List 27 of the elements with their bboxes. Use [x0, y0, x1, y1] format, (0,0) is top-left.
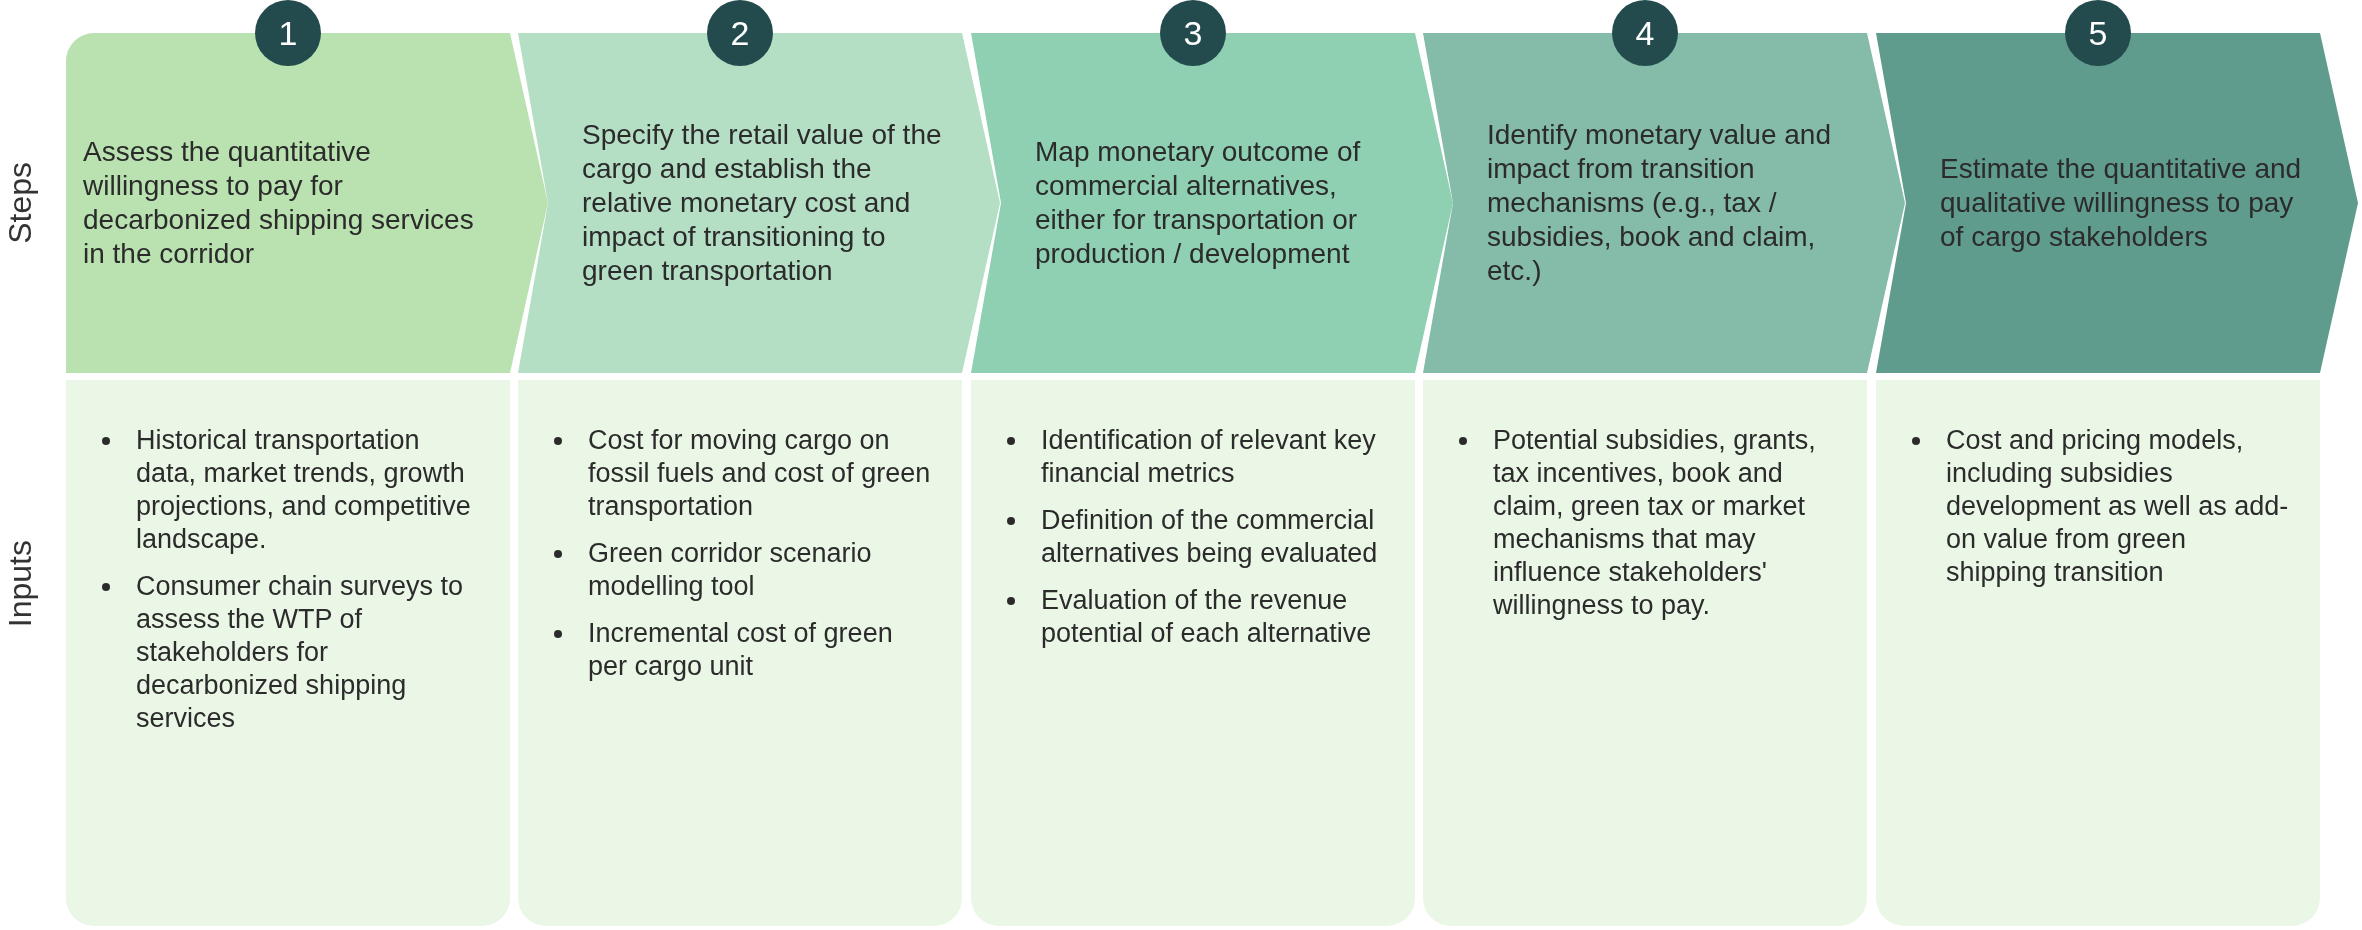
- step-number-badge: 4: [1612, 0, 1678, 66]
- step-text: Map monetary outcome of commercial alternatives, either for transportation or production / development: [1035, 135, 1362, 271]
- step-number-badge: 5: [2065, 0, 2131, 66]
- input-card: [971, 380, 1415, 926]
- input-card: [1876, 380, 2320, 926]
- bullet-text: Identification of relevant key financial metrics: [1041, 424, 1377, 490]
- input-card: [1423, 380, 1867, 926]
- step-text: Assess the quantitative willingness to pay for decarbonized shipping services in the corridor: [83, 135, 475, 271]
- input-card: [66, 380, 510, 926]
- bullet-text: Evaluation of the revenue potential of each alternative: [1041, 584, 1373, 650]
- step-text: Estimate the quantitative and qualitative willingness to pay of cargo stakeholders: [1940, 152, 2303, 254]
- row-label: Steps: [2, 162, 39, 244]
- step-number-badge: 1: [255, 0, 321, 66]
- bullet-text: Cost for moving cargo on fossil fuels and cost of green transportation: [588, 424, 932, 523]
- step-number-badge: 3: [1160, 0, 1226, 66]
- input-card: [518, 380, 962, 926]
- bullet-text: Potential subsidies, grants, tax incentives, book and claim, green tax or market mechanisms that may influence stakeholders' willingness to pay.: [1493, 424, 1817, 622]
- bullet-text: Definition of the commercial alternatives being evaluated: [1041, 504, 1379, 570]
- bullet-text: Green corridor scenario modelling tool: [588, 537, 873, 603]
- step-number-badge: 2: [707, 0, 773, 66]
- bullet-text: Incremental cost of green per cargo unit: [588, 617, 894, 683]
- bullet-text: Historical transportation data, market trends, growth projections, and competitive landscape.: [136, 424, 472, 556]
- step-text: Specify the retail value of the cargo and establish the relative monetary cost and impact of transitioning to green transportation: [582, 118, 943, 288]
- step-text: Identify monetary value and impact from transition mechanisms (e.g., tax / subsidies, book and claim, etc.): [1487, 118, 1832, 288]
- bullet-text: Consumer chain surveys to assess the WTP of stakeholders for decarbonized shipping services: [136, 570, 465, 735]
- row-label: Inputs: [2, 539, 39, 627]
- bullet-text: Cost and pricing models, including subsidies development as well as add-on value from green shipping transition: [1946, 424, 2290, 589]
